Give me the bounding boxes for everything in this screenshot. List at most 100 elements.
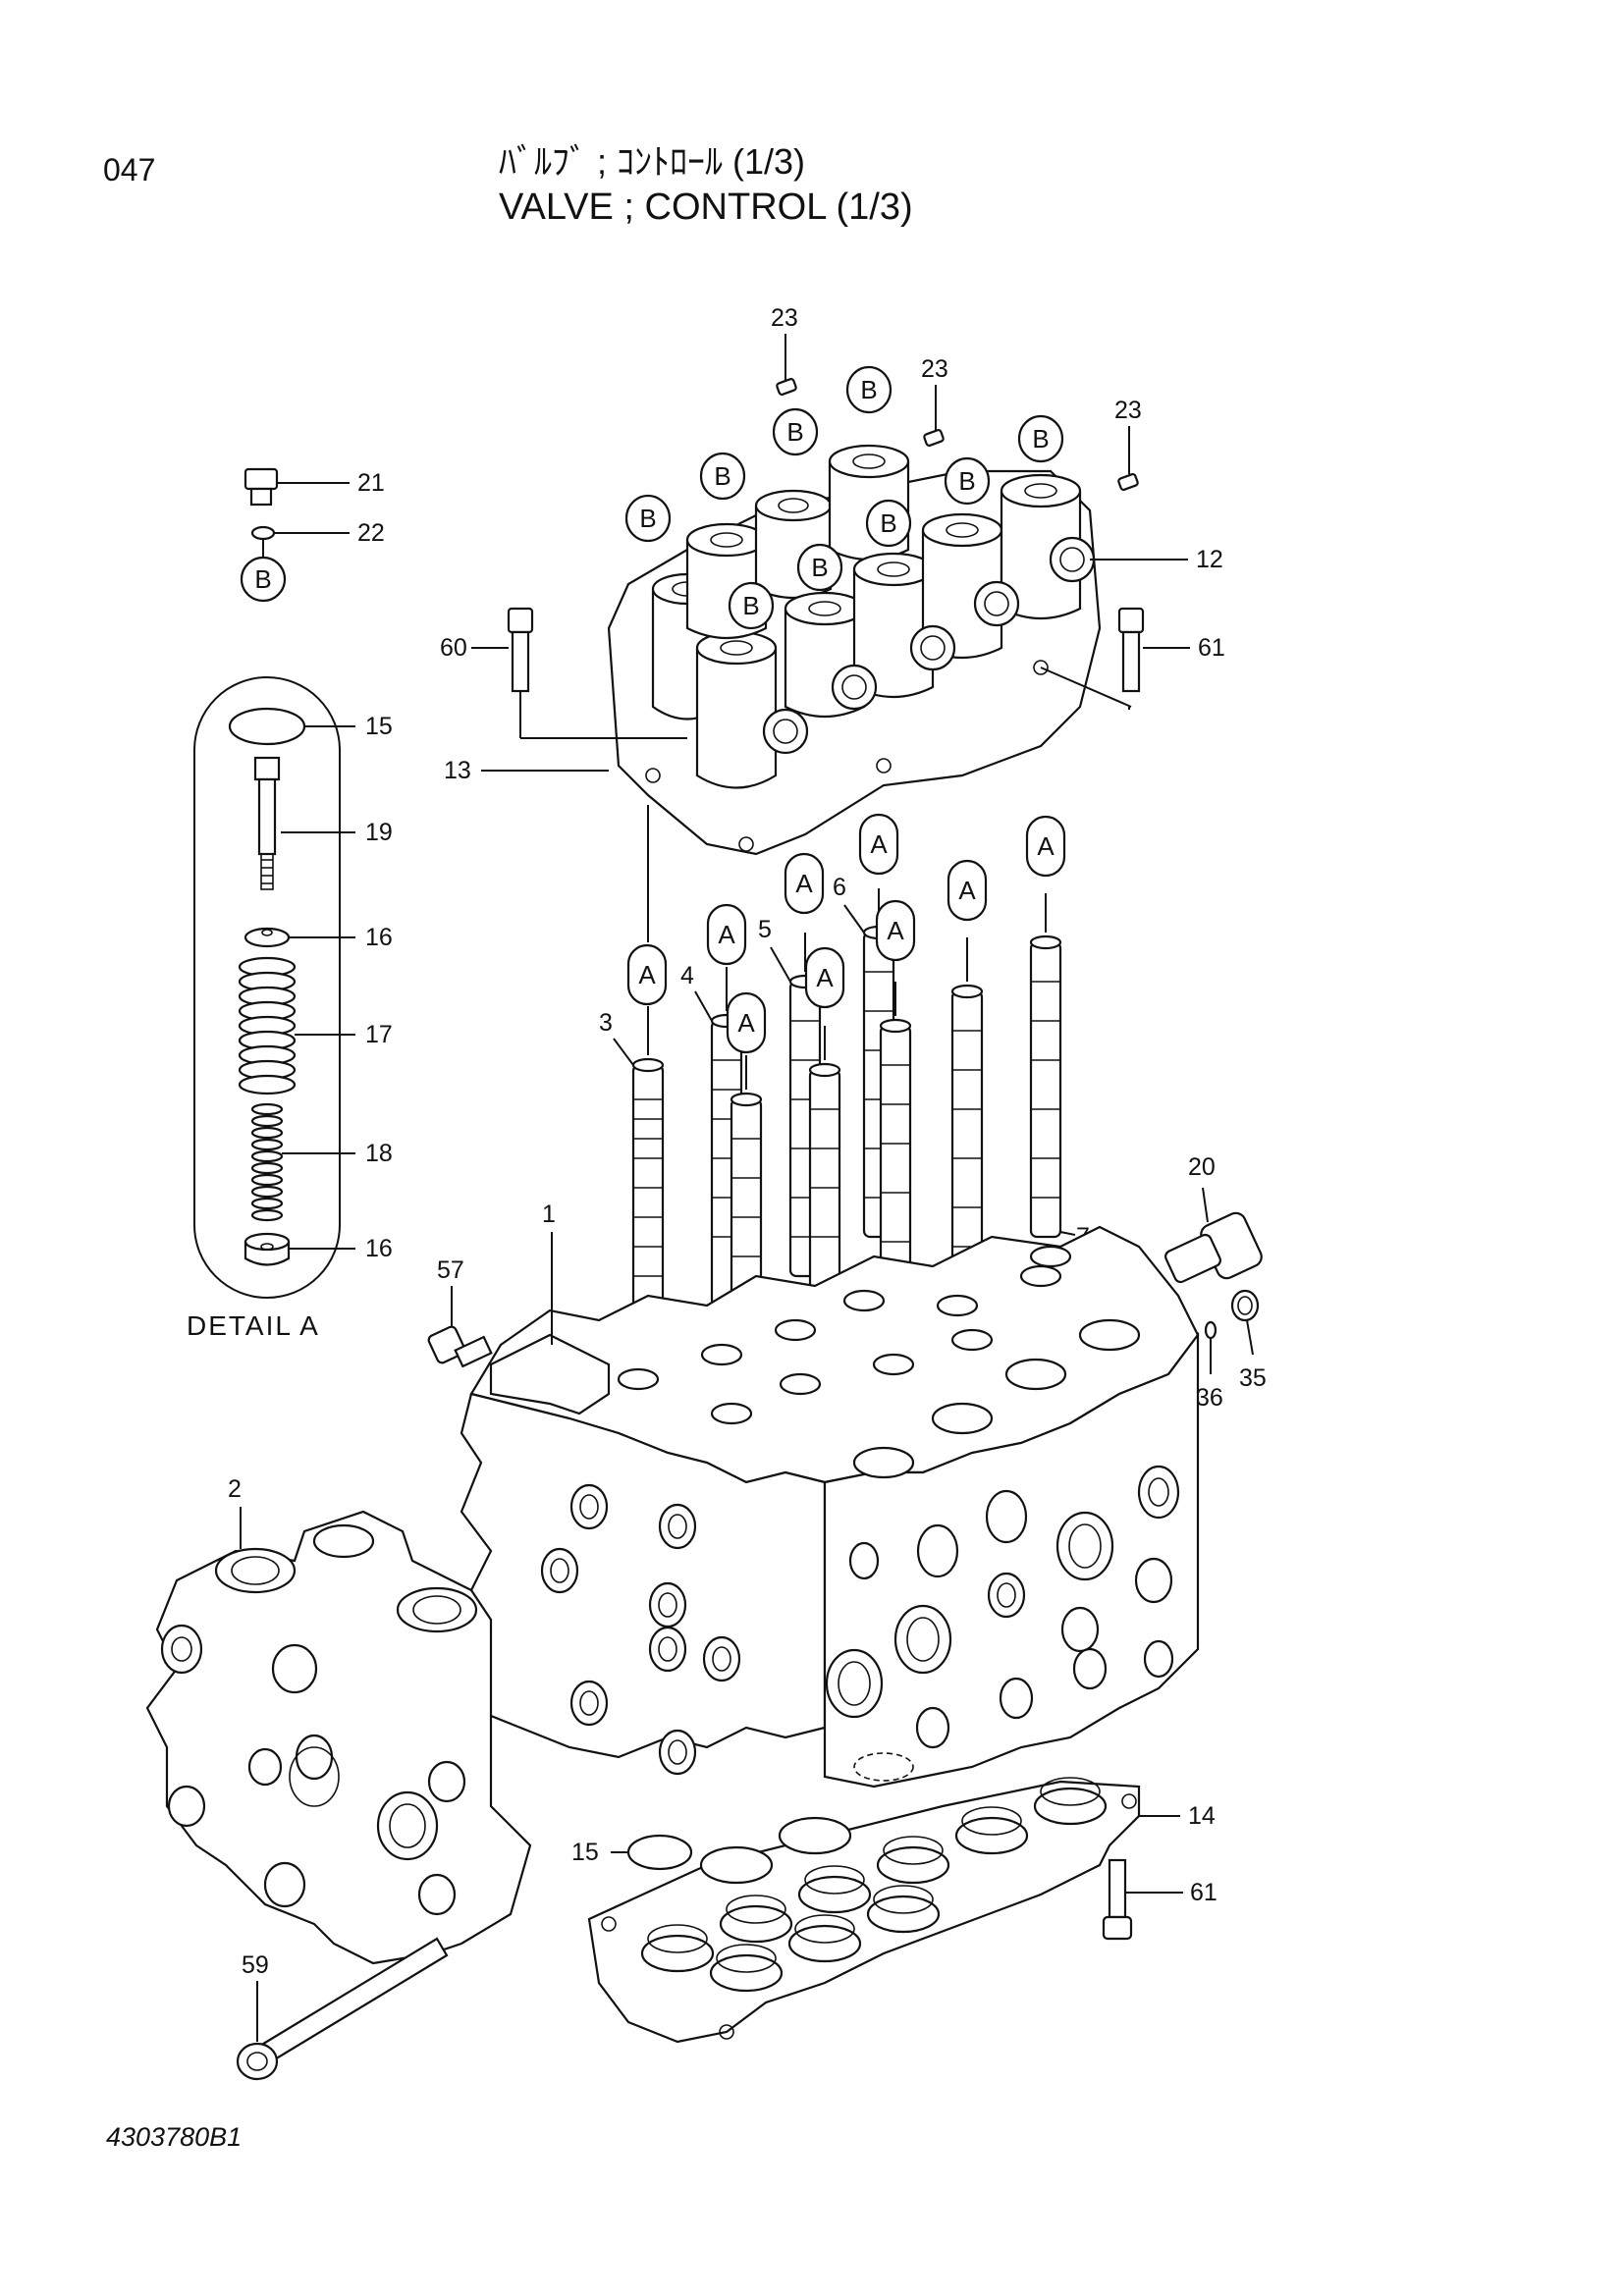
detail-a-caption: DETAIL A — [187, 1310, 320, 1341]
detail-a-group: 15 19 16 17 18 16 DETAIL A — [187, 676, 393, 1341]
callout-61: 61 — [1190, 1879, 1217, 1906]
ref-marker-a: A — [1025, 815, 1066, 878]
upper-cover-part-13 — [607, 444, 1102, 856]
ref-marker-b: B — [772, 407, 819, 456]
plug-part-57: 57 — [427, 1256, 493, 1368]
callout-16: 16 — [365, 1235, 393, 1262]
svg-text:B: B — [958, 466, 975, 496]
svg-text:B: B — [1032, 424, 1049, 454]
callout-13: 13 — [444, 757, 471, 784]
callout-57: 57 — [437, 1256, 464, 1284]
callout-12: 12 — [1196, 546, 1223, 573]
callout-35: 35 — [1239, 1364, 1267, 1392]
callout-4: 4 — [680, 962, 694, 989]
plug-part-35: 35 — [1230, 1289, 1267, 1392]
ref-marker-b: B — [865, 499, 912, 548]
inner-spring-part-18 — [250, 1102, 284, 1222]
svg-text:B: B — [811, 553, 828, 582]
callout-3: 3 — [599, 1009, 613, 1037]
title-english: VALVE ; CONTROL (1/3) — [499, 187, 913, 228]
callout-15: 15 — [571, 1839, 599, 1866]
callout-14: 14 — [1188, 1802, 1216, 1830]
ref-marker-a: A — [947, 859, 988, 922]
callout-20: 20 — [1188, 1153, 1216, 1181]
bolt-part-60: 60 — [440, 607, 687, 739]
svg-text:B: B — [639, 504, 656, 533]
o-ring-part-15 — [228, 707, 306, 746]
callout-21: 21 — [357, 469, 385, 497]
ref-marker-b: B — [624, 494, 672, 543]
bolt-part-59: 59 — [236, 1937, 449, 2081]
callout-61: 61 — [1198, 634, 1225, 662]
callout-23: 23 — [921, 355, 948, 383]
spool-part-5 — [879, 982, 912, 1322]
svg-text:A: A — [1037, 831, 1055, 861]
spool-ref-markers: A A A A A A A A A — [626, 813, 1066, 1054]
callout-19: 19 — [365, 819, 393, 846]
svg-text:A: A — [816, 963, 834, 992]
callout-15: 15 — [365, 713, 393, 740]
outer-spring-part-17 — [238, 956, 297, 1095]
cover-ref-markers: B B B B B B B B B — [624, 365, 1064, 630]
ref-marker-b: B — [796, 543, 843, 592]
svg-text:B: B — [786, 417, 803, 447]
o-ring-part-22 — [250, 525, 276, 541]
svg-text:A: A — [718, 920, 735, 949]
svg-text:B: B — [714, 461, 730, 491]
callout-2: 2 — [228, 1475, 242, 1503]
svg-text:A: A — [887, 916, 904, 945]
callout-36: 36 — [1196, 1384, 1223, 1412]
callout-60: 60 — [440, 634, 467, 662]
bolt-shank-part-19 — [257, 777, 277, 856]
spacer-part-16-top — [243, 927, 291, 948]
ref-marker-b: B — [845, 365, 893, 414]
spools — [631, 888, 1062, 1406]
ref-marker-a: A — [726, 991, 767, 1054]
svg-text:B: B — [860, 375, 877, 404]
valve-body-part-1 — [460, 1225, 1200, 1789]
callout-22: 22 — [357, 519, 385, 547]
ref-marker-b — [240, 556, 287, 603]
ref-marker-a: A — [804, 946, 845, 1009]
ref-marker-b-label: B — [254, 564, 271, 594]
set-screws-part-23: 23 23 23 — [771, 304, 1142, 491]
svg-text:A: A — [795, 869, 813, 898]
callout-59: 59 — [242, 1951, 269, 1979]
callout-5: 5 — [758, 916, 772, 943]
svg-text:A: A — [638, 960, 656, 989]
lower-cover-part-14: 14 — [587, 1777, 1216, 2044]
plug-group: 21 22 B — [240, 467, 385, 603]
bolt-head-part-19 — [253, 756, 281, 781]
callout-17: 17 — [365, 1021, 393, 1048]
ref-marker-a: A — [784, 852, 825, 915]
svg-text:B: B — [742, 591, 759, 620]
side-block-part-2: 2 — [145, 1475, 532, 1965]
svg-text:A: A — [958, 876, 976, 905]
ring-part-36: 36 — [1196, 1320, 1223, 1412]
svg-text:A: A — [737, 1008, 755, 1038]
relief-valve-part-20: 20 — [1164, 1153, 1263, 1284]
o-ring-part-15-lower: 15 — [571, 1834, 693, 1871]
ref-marker-b: B — [728, 581, 775, 630]
spool-part-7 — [1029, 893, 1062, 1239]
ref-marker-a: A — [706, 903, 747, 966]
document-code: 4303780B1 — [106, 2122, 243, 2152]
cover-ports — [651, 444, 1082, 789]
plug-part-21 — [243, 467, 279, 491]
svg-text:A: A — [870, 829, 888, 859]
callout-16: 16 — [365, 924, 393, 951]
spool-part-3 — [631, 1006, 665, 1322]
ref-marker-b: B — [699, 452, 746, 501]
ref-marker-b: B — [944, 456, 991, 506]
title-japanese: ﾊﾞﾙﾌﾞ ; ｺﾝﾄﾛｰﾙ (1/3) — [499, 141, 806, 182]
ref-marker-a: A — [875, 899, 916, 962]
spool-part-6 — [950, 937, 984, 1288]
bolt-part-61-lower: 61 — [1102, 1858, 1217, 1941]
ref-marker-a: A — [858, 813, 899, 876]
callout-1: 1 — [542, 1201, 556, 1228]
callout-23: 23 — [1114, 397, 1142, 424]
callout-18: 18 — [365, 1140, 393, 1167]
page-number: 047 — [103, 152, 156, 187]
bolt-part-61-upper: 61 — [1040, 607, 1225, 710]
